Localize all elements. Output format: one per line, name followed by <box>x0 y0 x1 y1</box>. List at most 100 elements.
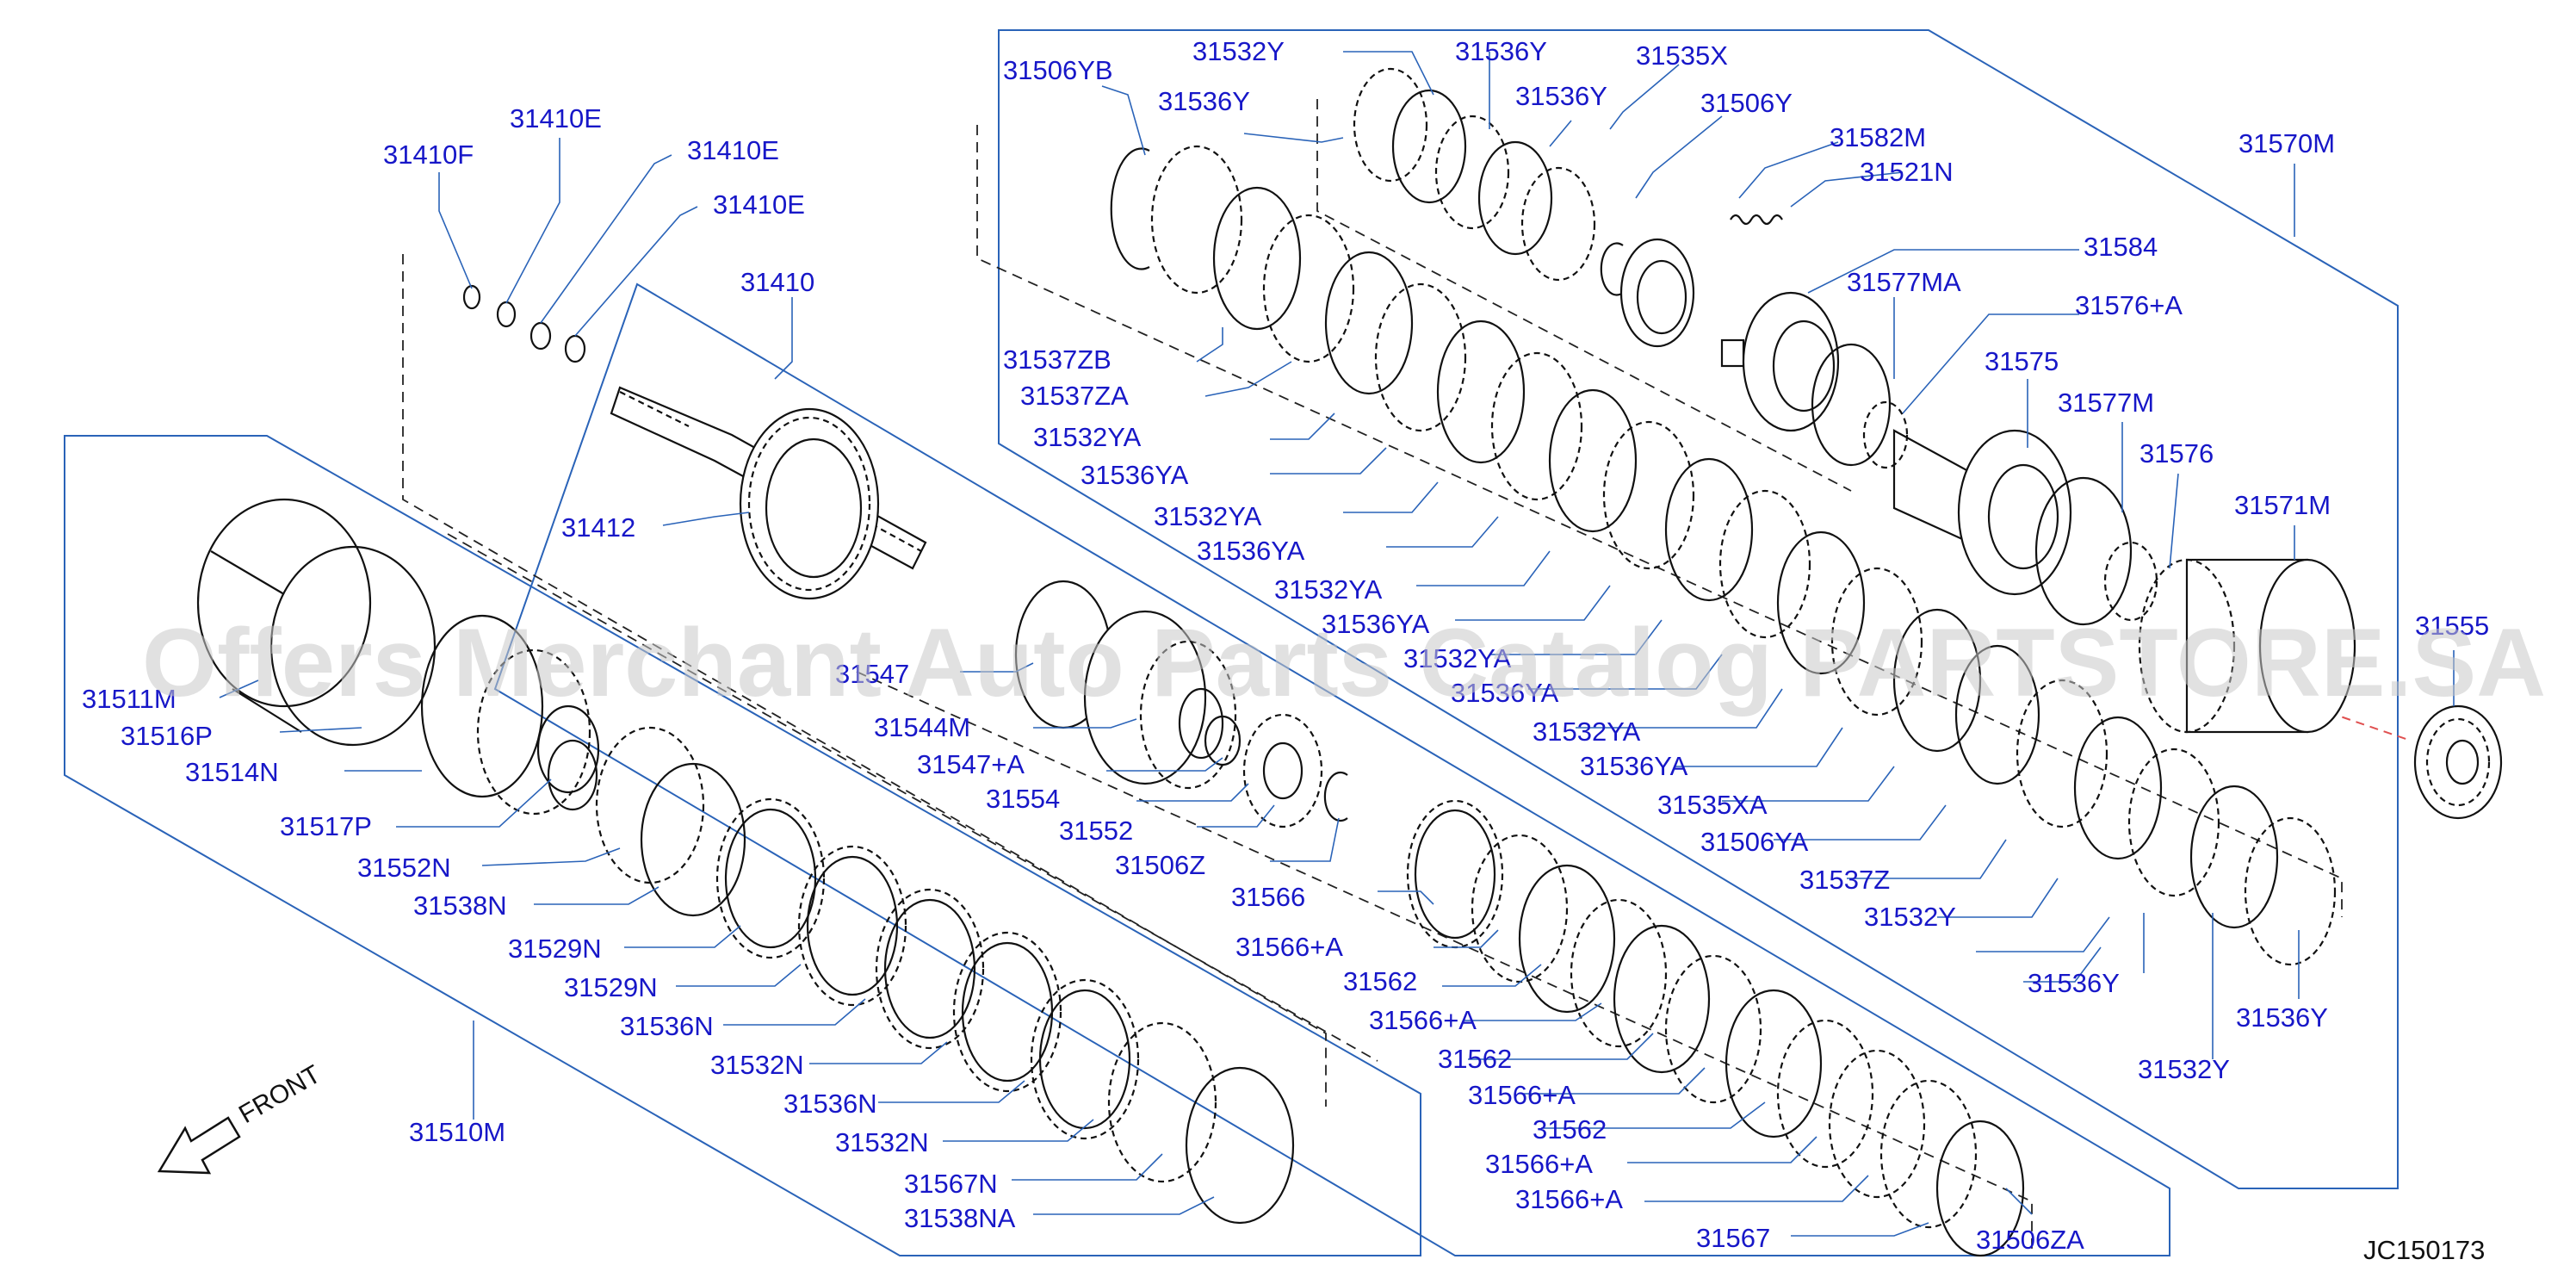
label-31576A: 31576+A <box>2075 290 2183 320</box>
label-31567: 31567 <box>1696 1223 1770 1253</box>
label-31536YA: 31536YA <box>1451 678 1559 708</box>
snap-ring-31535X <box>1600 242 1624 296</box>
label-31567N: 31567N <box>904 1169 998 1199</box>
label-31410: 31410 <box>740 267 814 297</box>
label-31576: 31576 <box>2139 438 2214 468</box>
snap-ring-31538N <box>640 762 746 917</box>
front-label: FRONT <box>234 1060 325 1129</box>
label-31510M: 31510M <box>409 1117 505 1147</box>
label-31532Y: 31532Y <box>2138 1054 2230 1084</box>
leader-lines <box>219 51 2455 1237</box>
dashed-axis-upper <box>976 125 2343 917</box>
label-31544M: 31544M <box>874 712 970 742</box>
label-31536YA: 31536YA <box>1197 536 1305 566</box>
dashed-axis-top <box>1316 99 1852 492</box>
ring-31576 <box>2103 541 2158 622</box>
label-31536Y: 31536Y <box>2236 1002 2328 1033</box>
label-31532YA: 31532YA <box>1274 574 1383 605</box>
front-indicator: FRONT <box>157 1060 325 1175</box>
clutch-pack-31566 <box>1406 799 2025 1257</box>
label-31511M: 31511M <box>82 684 176 714</box>
label-31536Y: 31536Y <box>1455 36 1547 66</box>
label-31536YA: 31536YA <box>1580 751 1688 781</box>
seal-31577MA <box>1811 343 1892 467</box>
group-box-31410 <box>493 282 2170 1256</box>
label-31547A: 31547+A <box>917 749 1025 779</box>
label-31566A: 31566+A <box>1515 1184 1623 1214</box>
label-31410E: 31410E <box>713 189 805 220</box>
drum-31571M <box>2138 558 2356 734</box>
label-31532YA: 31532YA <box>1154 501 1262 531</box>
piston-31544M <box>1014 580 1237 790</box>
watermark: Offers Merchant Auto Parts Catalog PARTS… <box>142 609 2546 717</box>
label-31532YA: 31532YA <box>1403 643 1512 673</box>
label-31532Y: 31532Y <box>1864 902 1956 932</box>
drum-31511M <box>196 498 437 747</box>
hub-31514N <box>420 614 600 816</box>
label-31517P: 31517P <box>280 811 372 841</box>
label-31514N: 31514N <box>185 757 279 787</box>
label-31562: 31562 <box>1343 966 1417 996</box>
label-31536YA: 31536YA <box>1081 460 1189 490</box>
label-31506ZA: 31506ZA <box>1976 1225 2084 1255</box>
label-31538N: 31538N <box>413 890 507 921</box>
figure-code: JC150173 <box>2363 1235 2485 1265</box>
label-31552: 31552 <box>1059 816 1133 846</box>
group-box-31570M <box>998 29 2399 1189</box>
label-31537ZA: 31537ZA <box>1020 381 1129 411</box>
clutch-pack-31532YA <box>1110 145 2337 966</box>
label-31562: 31562 <box>1533 1114 1607 1145</box>
label-31532YA: 31532YA <box>1033 422 1142 452</box>
label-31536YA: 31536YA <box>1322 609 1430 639</box>
label-31566A: 31566+A <box>1485 1149 1593 1179</box>
label-31584: 31584 <box>2084 232 2158 262</box>
front-arrow-icon <box>157 1116 241 1175</box>
label-31521N: 31521N <box>1860 157 1954 187</box>
label-31410E: 31410E <box>687 135 779 165</box>
clutch-pack-31532Y-top <box>1353 67 1596 282</box>
label-31566A: 31566+A <box>1468 1080 1576 1110</box>
housing-31584 <box>1720 291 1840 432</box>
label-31538NA: 31538NA <box>904 1203 1016 1233</box>
label-31566A: 31566+A <box>1235 932 1343 962</box>
clutch-pack-31510M <box>715 797 1295 1225</box>
label-31506YB: 31506YB <box>1003 55 1113 85</box>
label-31536N: 31536N <box>620 1011 714 1041</box>
o-rings <box>462 284 586 363</box>
drum-31575 <box>1892 429 2072 596</box>
label-31562: 31562 <box>1438 1044 1512 1074</box>
label-31555: 31555 <box>2415 611 2489 641</box>
dashed-axis-bearing <box>2272 692 2412 741</box>
label-31570M: 31570M <box>2239 128 2335 158</box>
label-31529N: 31529N <box>564 972 658 1002</box>
label-31547: 31547 <box>835 659 909 689</box>
label-31537ZB: 31537ZB <box>1003 344 1112 375</box>
label-31410F: 31410F <box>383 140 474 170</box>
dashed-axis-shaft <box>402 254 1327 1107</box>
label-31536N: 31536N <box>783 1089 877 1119</box>
label-31571M: 31571M <box>2234 490 2331 520</box>
label-31412: 31412 <box>561 512 635 543</box>
bearing-31555 <box>2413 704 2503 820</box>
label-31577M: 31577M <box>2058 388 2154 418</box>
label-31529N: 31529N <box>508 934 602 964</box>
dashed-axis-lower <box>447 533 1378 1062</box>
spring-31582M <box>1730 214 1783 226</box>
ring-31517P <box>547 739 598 811</box>
label-31582M: 31582M <box>1830 122 1926 152</box>
label-31566A: 31566+A <box>1369 1005 1477 1035</box>
piston-31506Y <box>1619 238 1695 348</box>
part-labels: 31410F 31410E 31410E 31410E 31410 31412 … <box>82 36 2489 1255</box>
snap-ring-31506Z <box>1323 771 1348 822</box>
bearing-31552N <box>595 726 705 884</box>
label-31532Y: 31532Y <box>1192 36 1285 66</box>
label-31577MA: 31577MA <box>1847 267 1961 297</box>
label-31532YA: 31532YA <box>1533 717 1641 747</box>
ring-31576A <box>1862 400 1909 469</box>
seal-31577M <box>2034 476 2133 626</box>
input-shaft-31412 <box>610 386 927 600</box>
label-31535XA: 31535XA <box>1657 790 1768 820</box>
ring-31554 <box>1204 715 1242 766</box>
label-31506Z: 31506Z <box>1115 850 1205 880</box>
